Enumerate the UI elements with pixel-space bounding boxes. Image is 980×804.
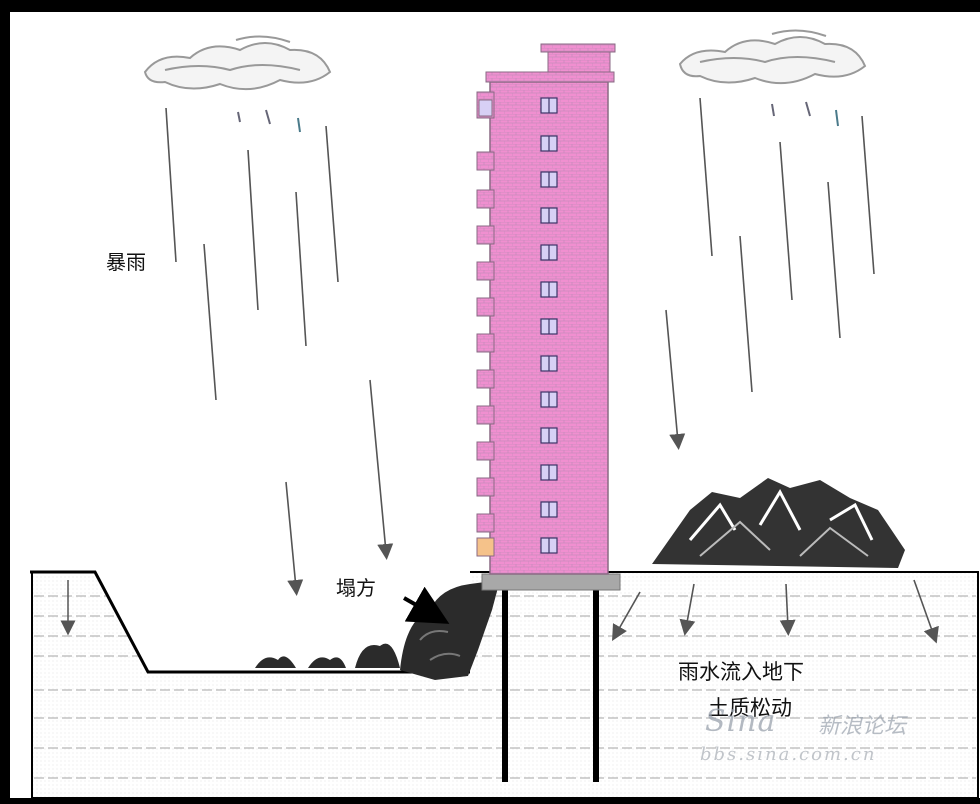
cloud-right bbox=[678, 29, 867, 85]
soil-loosens-label: 土质松动 bbox=[708, 696, 792, 720]
rain-streaks bbox=[165, 97, 875, 401]
heavy-rain-label: 暴雨 bbox=[106, 250, 146, 274]
balconies bbox=[476, 91, 495, 557]
collapse-pointer-arrow bbox=[403, 586, 450, 624]
roof-cap bbox=[540, 43, 616, 53]
building-base bbox=[481, 573, 621, 591]
seepage-arrows bbox=[612, 579, 939, 644]
watermark-forum-name: 新浪论坛 bbox=[818, 714, 907, 739]
roof-structure bbox=[547, 51, 611, 73]
water-seeps-label: 雨水流入地下 bbox=[678, 660, 804, 684]
watermark-logo: Sina bbox=[705, 704, 777, 739]
collapse-label: 塌方 bbox=[336, 576, 376, 600]
roof-ledge bbox=[485, 71, 615, 83]
rock-mound bbox=[652, 478, 905, 568]
collapse-debris bbox=[255, 580, 500, 680]
rain-arrows bbox=[285, 309, 686, 596]
rain-drops bbox=[237, 101, 839, 133]
watermark-url: bbs.sina.com.cn bbox=[700, 744, 877, 765]
cloud-left bbox=[143, 35, 332, 91]
windows bbox=[540, 97, 558, 554]
building bbox=[476, 43, 616, 575]
